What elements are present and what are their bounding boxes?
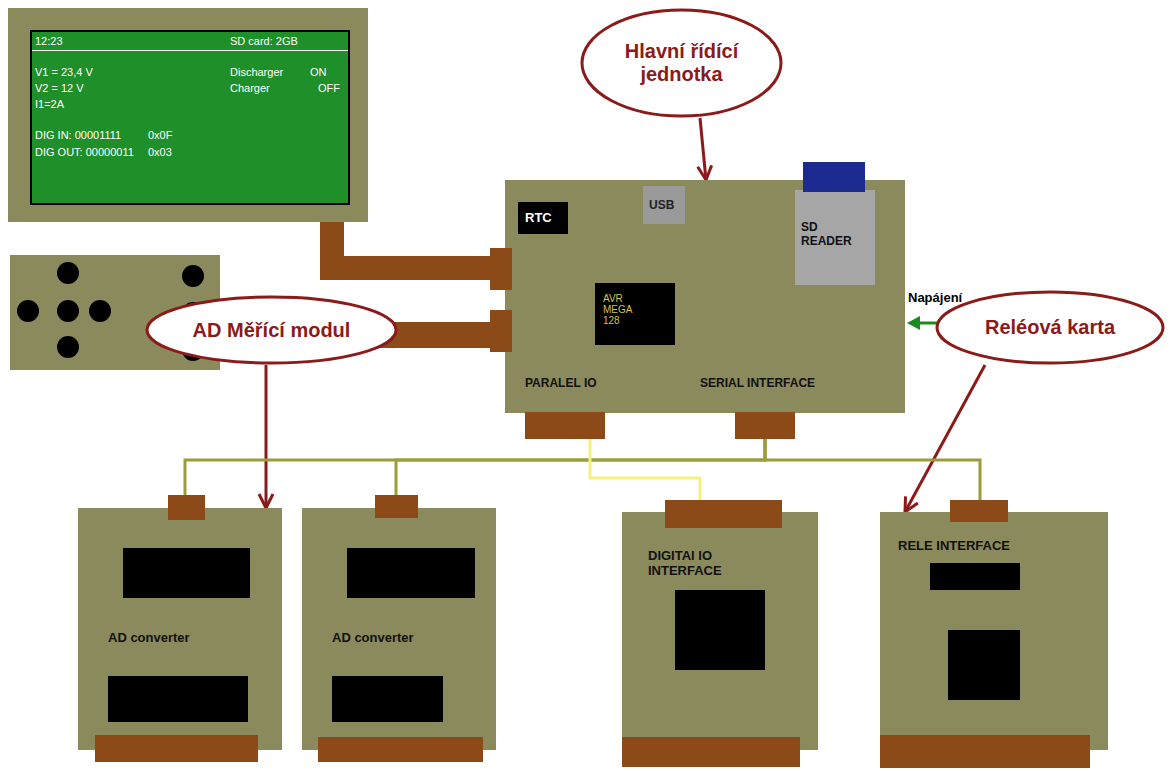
arrowhead: [259, 494, 273, 508]
node-text: USB: [649, 198, 674, 212]
connector-line: [332, 222, 505, 268]
node-text: 12:23: [35, 35, 63, 47]
node-text: ON: [310, 66, 327, 78]
connector: [396, 413, 765, 508]
chip: [948, 630, 1020, 700]
node-text: OFF: [318, 82, 340, 94]
connector-line: [396, 413, 765, 508]
usb-port: USB: [643, 186, 685, 224]
edge-connector: [95, 735, 258, 762]
bus-connector: [168, 495, 205, 520]
node-text: RELE INTERFACE: [898, 538, 1010, 553]
lcd-display: 12:23 SD card: 2GB V1 = 23,4 V V2 = 12 V I1=…: [8, 8, 368, 222]
node-text: Reléová karta: [985, 316, 1115, 339]
node-text: 0x0F: [148, 129, 172, 141]
node-text: Charger: [230, 82, 270, 94]
serial-connector: [735, 412, 795, 439]
node-text: AVR MEGA 128: [603, 293, 639, 326]
connector: [259, 365, 273, 508]
callout-ellipse-outline: [937, 292, 1163, 363]
chip: [108, 676, 248, 722]
lcd-separator: [32, 50, 348, 51]
node-text: SD card: 2GB: [230, 35, 298, 47]
chip: [930, 563, 1020, 590]
node-text: RTC: [525, 210, 552, 225]
node-text: DIGITAl IO INTERFACE: [648, 548, 768, 578]
connector: [905, 365, 985, 512]
callout-ellipse-outline: [147, 297, 396, 363]
edge-connector: [318, 737, 483, 762]
arrowhead: [905, 496, 918, 512]
display-connector: [490, 248, 512, 290]
parallel-connector: [525, 412, 605, 439]
connector-line: [905, 365, 985, 512]
node-text: DIG OUT: 00000011: [35, 146, 134, 158]
connector-line: [265, 365, 268, 508]
edge-connector: [880, 735, 1090, 768]
node-text: DIG IN: 00001111: [35, 129, 121, 141]
callout-ellipse: AD Měřící modul: [145, 295, 398, 365]
chip: [332, 676, 443, 722]
relay-card: RELE INTERFACE: [880, 512, 1108, 750]
node-text: SERIAL INTERFACE: [700, 376, 815, 390]
chip: [123, 548, 250, 598]
node-text: AD converter: [332, 630, 414, 645]
callout-ellipse: Reléová karta: [935, 290, 1165, 365]
power-label: Napájení: [908, 290, 962, 305]
ad-converter-card: AD converter: [302, 508, 496, 750]
chip: [347, 548, 475, 598]
rtc-chip: RTC: [518, 202, 568, 234]
arrowhead: [698, 165, 712, 180]
callout-ellipse: Hlavní řídící jednotka: [580, 8, 783, 118]
ad-converter-card: AD converter: [78, 508, 282, 750]
bus-connector: [950, 500, 1008, 522]
node-text: 0x03: [148, 146, 172, 158]
node-text: SD READER: [801, 220, 871, 248]
connector-line: [590, 413, 700, 512]
connector: [185, 413, 765, 508]
keypad-connector: [490, 310, 512, 352]
connector-line: [765, 413, 980, 512]
chip: [675, 590, 765, 670]
connector-line: [185, 413, 765, 508]
node-text: Hlavní řídící jednotka: [602, 40, 762, 86]
connector: [332, 222, 505, 268]
node-text: I1=2A: [35, 98, 64, 110]
connector: [765, 413, 980, 512]
avr-chip: AVR MEGA 128: [595, 283, 675, 345]
lcd-screen: [30, 30, 350, 205]
callout-ellipse-outline: [582, 10, 781, 116]
node-text: V1 = 23,4 V: [35, 66, 93, 78]
connector: [590, 413, 700, 512]
sd-reader: SD READER: [795, 190, 875, 285]
sd-card: [803, 162, 865, 192]
node-text: V2 = 12 V: [35, 82, 84, 94]
node-text: AD Měřící modul: [193, 319, 351, 342]
node-text: AD converter: [108, 630, 190, 645]
connector: [698, 118, 712, 180]
bus-connector: [375, 495, 418, 518]
node-text: Discharger: [230, 66, 283, 78]
edge-connector: [622, 737, 800, 767]
node-text: PARALEL IO: [525, 376, 597, 390]
digital-io-card: DIGITAl IO INTERFACE: [622, 512, 818, 750]
main-control-board: PARALEL IO SERIAL INTERFACE RTC USB SD READE…: [505, 180, 905, 413]
bus-connector: [665, 500, 782, 528]
